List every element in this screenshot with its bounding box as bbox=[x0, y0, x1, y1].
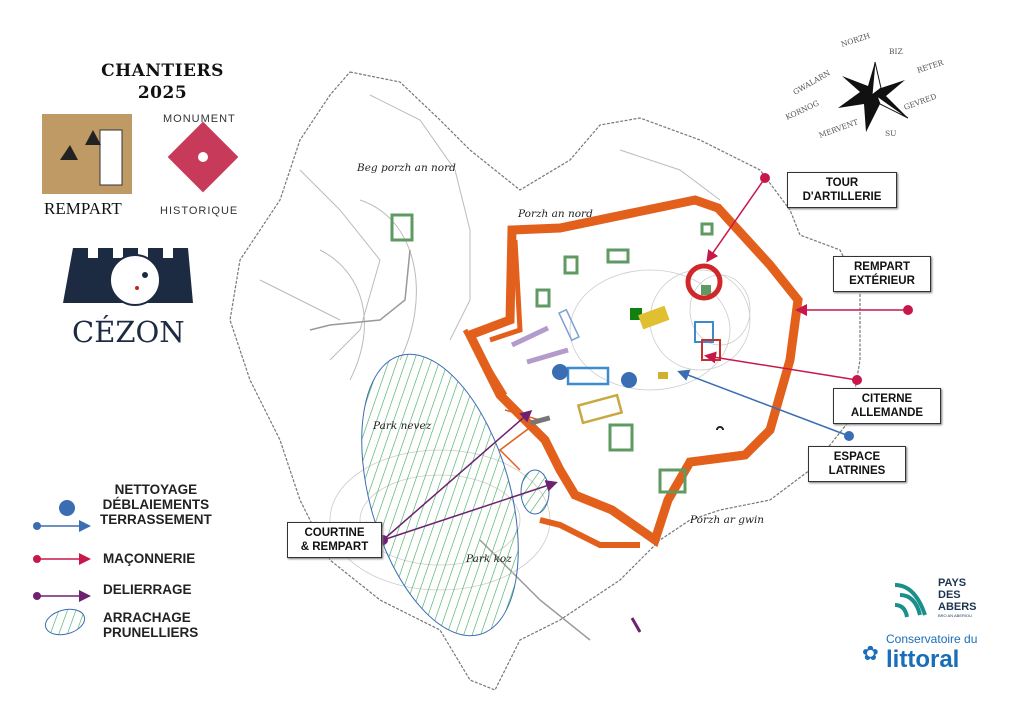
svg-text:CÉZON: CÉZON bbox=[72, 314, 185, 349]
legend-delierrage: DELIERRAGE bbox=[103, 582, 192, 597]
svg-text:ABERS: ABERS bbox=[938, 601, 977, 613]
island-outline bbox=[229, 71, 861, 691]
svg-text:RETER: RETER bbox=[916, 58, 945, 75]
conservatoire-littoral-logo: ✿ Conservatoire du littoral bbox=[862, 632, 977, 673]
svg-text:MERVENT: MERVENT bbox=[818, 117, 860, 139]
prunelliers-area bbox=[361, 353, 519, 637]
nettoyage-dot bbox=[621, 372, 637, 388]
svg-text:GWALARN: GWALARN bbox=[792, 68, 833, 97]
svg-text:BIZ: BIZ bbox=[889, 47, 903, 56]
svg-text:SU: SU bbox=[885, 129, 896, 138]
pays-des-abers-logo: PAYS DES ABERS BRO AN ABERIOU bbox=[894, 577, 977, 618]
svg-text:NORZH: NORZH bbox=[840, 31, 872, 49]
latrines-arrow bbox=[677, 369, 854, 441]
rampart-outer bbox=[463, 195, 803, 548]
citerne-arrow bbox=[704, 351, 862, 385]
rempart-logo: REMPART bbox=[42, 114, 132, 218]
svg-text:REMPART: REMPART bbox=[44, 199, 122, 218]
callout-courtine-rempart: COURTINE& REMPART bbox=[287, 522, 382, 558]
compass-rose: NORZH BIZ RETER GWALARN KORNOG GEVRED ME… bbox=[784, 31, 945, 140]
label-porzh-ar-gwin: Porzh ar gwin bbox=[689, 514, 764, 526]
label-park-koz: Park koz bbox=[465, 553, 512, 565]
cezon-logo: CÉZON bbox=[63, 248, 193, 349]
label-beg-porzh: Beg porzh an nord bbox=[356, 162, 456, 174]
svg-text:GEVRED: GEVRED bbox=[903, 92, 938, 112]
title-line-2: 2025 bbox=[137, 83, 188, 103]
tour-arrow bbox=[706, 173, 770, 263]
svg-text:BRO AN ABERIOU: BRO AN ABERIOU bbox=[938, 613, 972, 618]
buildings bbox=[390, 213, 714, 494]
nettoyage-dot bbox=[552, 364, 568, 380]
label-park-nevez: Park nevez bbox=[372, 420, 432, 432]
svg-text:KORNOG: KORNOG bbox=[784, 98, 820, 121]
page-title: CHANTIERS 2025 bbox=[80, 60, 245, 104]
svg-text:Conservatoire du: Conservatoire du bbox=[886, 632, 977, 646]
title-line-1: CHANTIERS bbox=[101, 61, 224, 81]
rempart-arrow bbox=[795, 304, 913, 316]
monument-historique-logo: MONUMENT HISTORIQUE bbox=[160, 113, 239, 217]
label-porzh-an-nord: Porzh an nord bbox=[517, 208, 593, 220]
svg-text:MONUMENT: MONUMENT bbox=[163, 113, 236, 125]
svg-text:PAYS: PAYS bbox=[938, 577, 966, 589]
svg-text:littoral: littoral bbox=[886, 646, 959, 673]
legend-maconnerie: MAÇONNERIE bbox=[103, 551, 196, 566]
svg-text:DES: DES bbox=[938, 589, 961, 601]
svg-text:HISTORIQUE: HISTORIQUE bbox=[160, 205, 238, 217]
svg-text:✿: ✿ bbox=[862, 643, 879, 665]
